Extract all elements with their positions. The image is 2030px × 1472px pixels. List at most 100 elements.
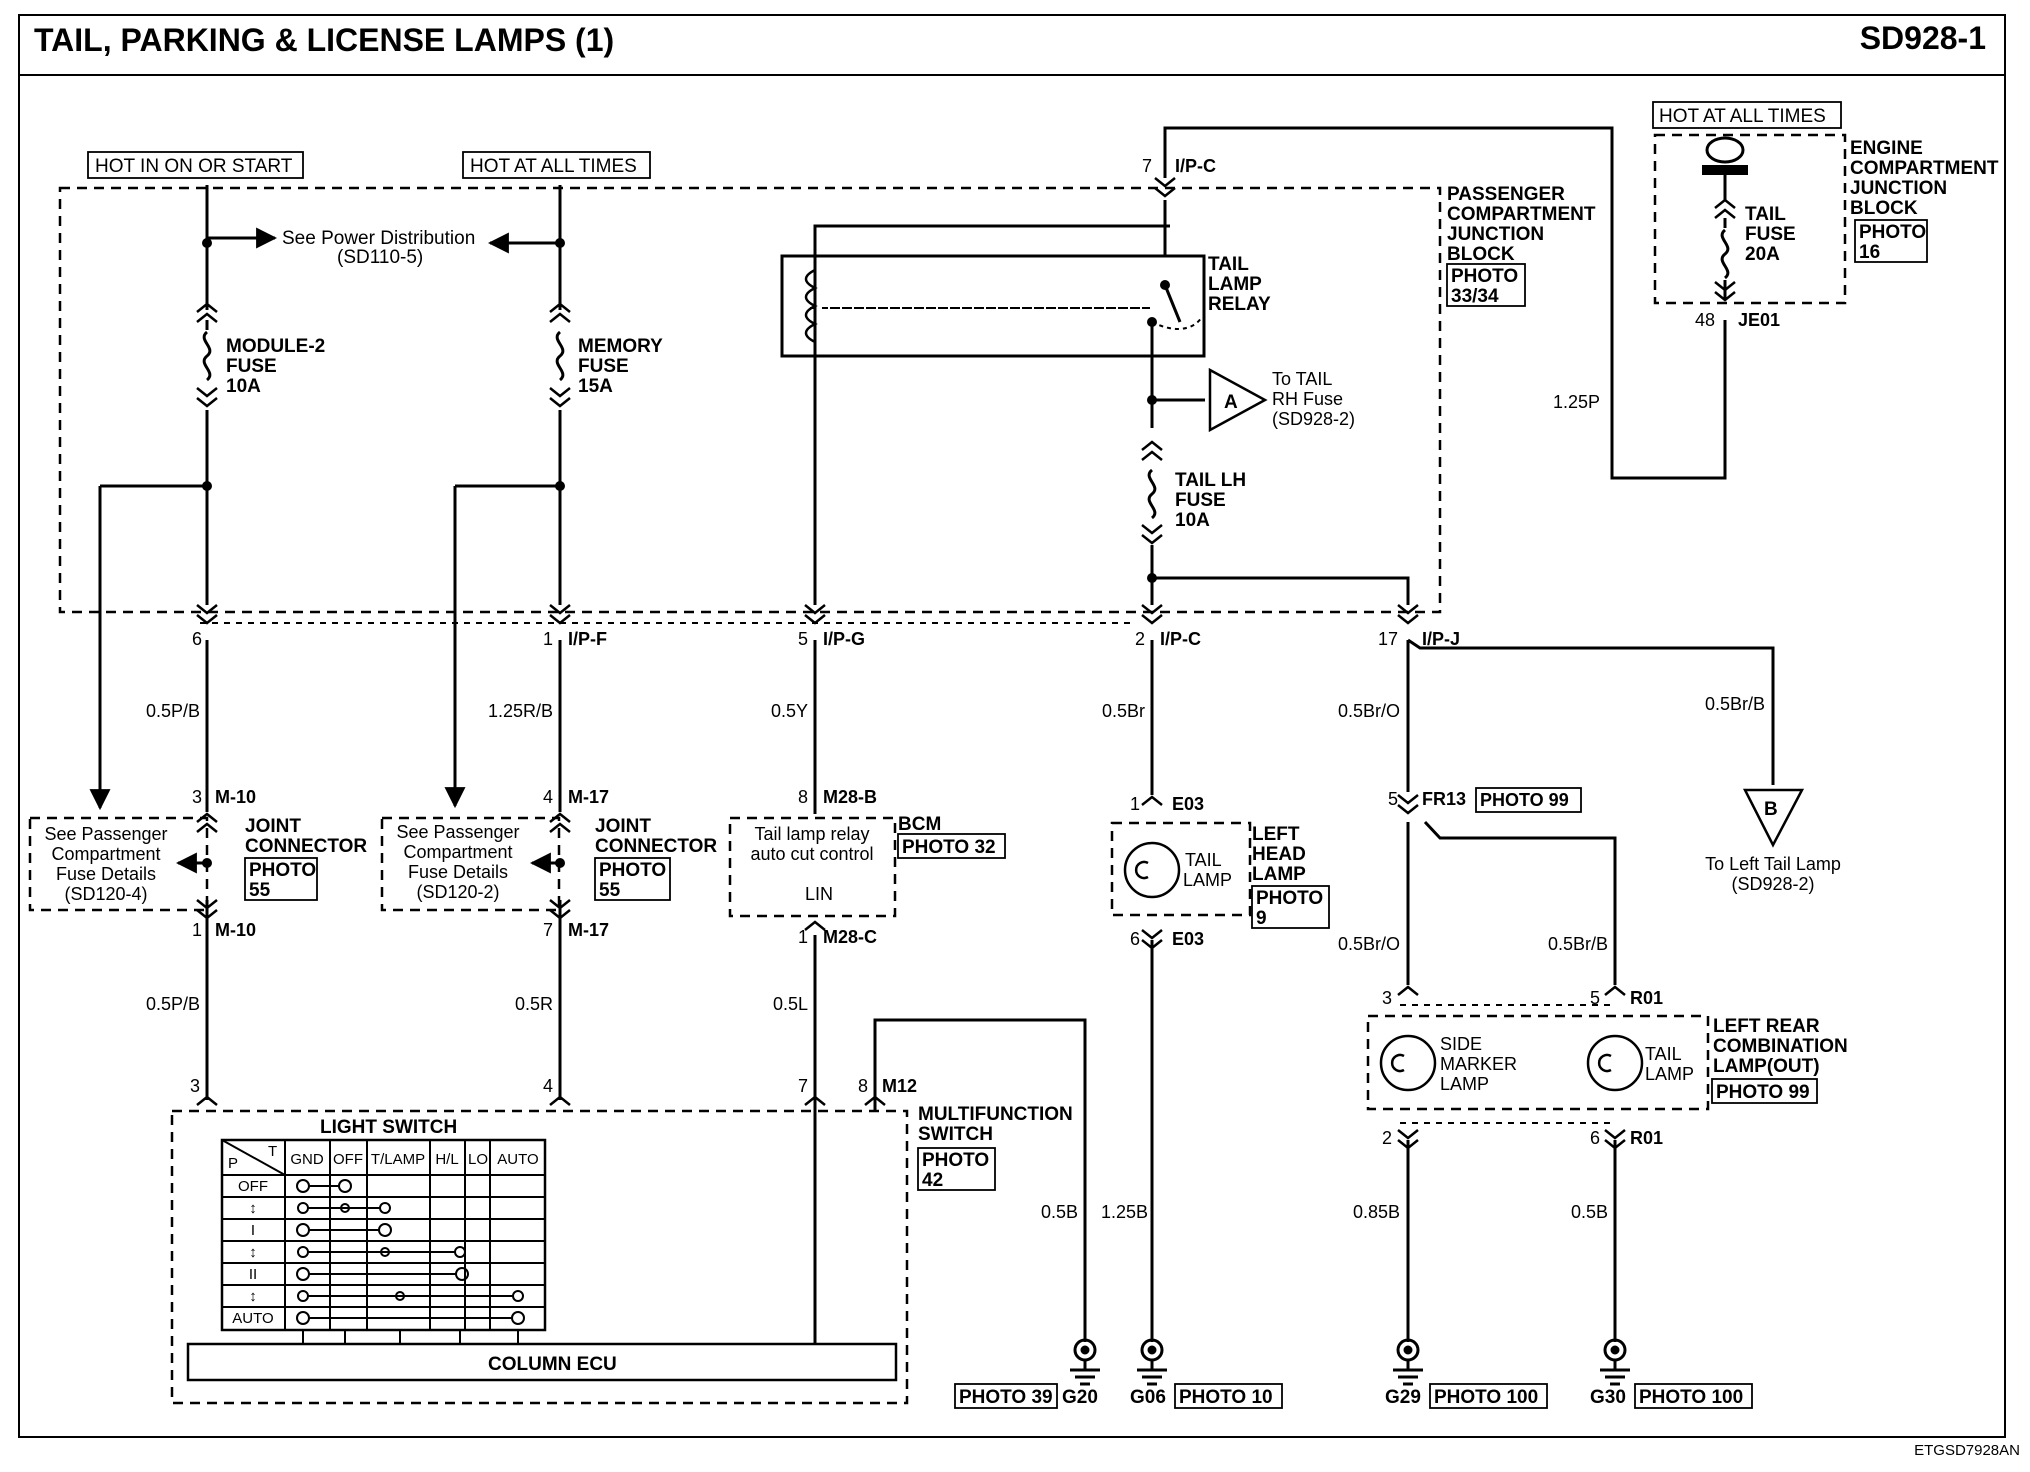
m17a-name: M-17 (568, 787, 609, 807)
rear-combo-title1: LEFT REAR (1713, 1016, 1820, 1037)
m12-pin4: 4 (543, 1076, 553, 1096)
ls-row-3: ↕ (249, 1244, 257, 1261)
left-head-lamp-box (1110, 821, 1252, 917)
r01a-pin3: 3 (1382, 988, 1392, 1008)
memory-fuse-line3: 15A (578, 376, 613, 397)
joint2-photo-num: 55 (599, 880, 621, 901)
ipc2-pin: 2 (1135, 629, 1145, 649)
ls-row-6: AUTO (232, 1310, 273, 1327)
hot-at-all-times-2-box (1652, 101, 1842, 129)
tail-lamp-relay (780, 254, 1206, 358)
side-marker-lamp-bulb (1379, 1034, 1437, 1092)
multifunction-title1: MULTIFUNCTION (918, 1104, 1073, 1125)
light-switch-title: LIGHT SWITCH (320, 1117, 457, 1138)
multifunction-photo-num: 42 (922, 1170, 943, 1191)
offpage-a-line2: RH Fuse (1272, 389, 1343, 409)
ipc7-name: I/P-C (1175, 156, 1216, 176)
bcm-photo-box (897, 833, 1006, 859)
ls-col-5: AUTO (497, 1151, 538, 1168)
ecjb-line2: COMPARTMENT (1850, 158, 1999, 179)
head-tail-lamp-bulb (1123, 841, 1181, 899)
head-lamp-lamp1: TAIL (1185, 850, 1222, 870)
tail-lh-fuse-line2: FUSE (1175, 490, 1226, 511)
m28c-pin: 1 (798, 927, 808, 947)
ipg-name: I/P-G (823, 629, 865, 649)
pcjb-line1: PASSENGER (1447, 184, 1565, 205)
joint1-line4: (SD120-4) (64, 884, 147, 904)
m10a-name: M-10 (215, 787, 256, 807)
power-distribution-line2: (SD110-5) (337, 247, 423, 268)
m12-pin7: 7 (798, 1076, 808, 1096)
header-bar: TAIL, PARKING & LICENSE LAMPS (1) SD928-… (20, 16, 2004, 76)
hot-on-start-label-box (87, 151, 304, 179)
m17b-pin: 7 (543, 920, 553, 940)
pcjb-photo: PHOTO (1451, 266, 1518, 287)
g20-photo: PHOTO 39 (959, 1387, 1053, 1408)
multifunction-title2: SWITCH (918, 1124, 993, 1145)
pcjb-line4: BLOCK (1447, 244, 1515, 265)
ground-g30-icon (1600, 1338, 1630, 1386)
offpage-connector-b (1742, 788, 1805, 848)
offpage-b-letter: B (1764, 799, 1778, 820)
joint1-line1: See Passenger (44, 824, 167, 844)
rear-combo-title2: COMBINATION (1713, 1036, 1848, 1057)
head-lamp-lamp2: LAMP (1183, 870, 1232, 890)
light-switch-labels: P T GND OFF T/LAMP H/L LO AUTO OFF ↕ I ↕… (228, 1143, 539, 1327)
joint1-photo: PHOTO (249, 860, 316, 881)
joint2-title1: JOINT (595, 816, 651, 837)
ipg-pin: 5 (798, 629, 808, 649)
head-lamp-title2: HEAD (1252, 844, 1306, 865)
wire-w1: 0.5P/B (146, 701, 200, 721)
tail-fuse-line1: TAIL (1745, 204, 1786, 225)
hot-on-start-label: HOT IN ON OR START (95, 156, 293, 177)
joint1-line3: Fuse Details (56, 864, 156, 884)
hot-at-all-times-1-box (462, 151, 651, 179)
tail-lh-fuse-line3: 10A (1175, 510, 1210, 531)
bcm-line2: auto cut control (750, 844, 873, 864)
footer-code: ETGSD7928AN (1914, 1442, 2020, 1459)
m10b-pin: 1 (192, 920, 202, 940)
side-marker-line3: LAMP (1440, 1074, 1489, 1094)
rear-combo-lamp-box (1366, 1014, 1710, 1111)
joint2-photo-box (594, 857, 671, 901)
ecjb-photo-box (1854, 219, 1928, 263)
fr13-photo: PHOTO 99 (1480, 790, 1569, 810)
ecjb-line3: JUNCTION (1850, 178, 1947, 199)
offpage-a-line1: To TAIL (1272, 369, 1332, 389)
head-lamp-photo: PHOTO (1256, 888, 1323, 909)
g30-photo: PHOTO 100 (1639, 1387, 1743, 1408)
joint2-line1: See Passenger (396, 822, 519, 842)
relay-label-line2: LAMP (1208, 274, 1262, 295)
r01a-name: R01 (1630, 988, 1663, 1008)
joint1-photo-num: 55 (249, 880, 271, 901)
ecjb-line4: BLOCK (1850, 198, 1918, 219)
module2-fuse-line3: 10A (226, 376, 261, 397)
fr13-name: FR13 (1422, 789, 1466, 809)
g29-photo: PHOTO 100 (1434, 1387, 1538, 1408)
m17b-name: M-17 (568, 920, 609, 940)
m10b-name: M-10 (215, 920, 256, 940)
wire-w13: 0.5B (1041, 1202, 1078, 1222)
g06-name: G06 (1130, 1387, 1166, 1408)
joint2-line2: Compartment (403, 842, 512, 862)
ipc7-pin: 7 (1142, 156, 1152, 176)
ecjb-photo-num: 16 (1859, 242, 1880, 263)
head-lamp-title1: LEFT (1252, 824, 1300, 845)
wire-w2: 1.25R/B (488, 701, 553, 721)
head-lamp-title3: LAMP (1252, 864, 1306, 885)
ls-row-1: ↕ (249, 1200, 257, 1217)
power-distribution-line1: See Power Distribution (282, 228, 475, 249)
ipf-pin: 1 (543, 629, 553, 649)
side-marker-line2: MARKER (1440, 1054, 1517, 1074)
ls-col-4: LO (468, 1151, 488, 1168)
joint2-line4: (SD120-2) (416, 882, 499, 902)
ipc2-name: I/P-C (1160, 629, 1201, 649)
ls-col-3: H/L (435, 1151, 458, 1168)
offpage-connector-a (1208, 367, 1268, 433)
diagram-frame (18, 14, 2006, 1438)
hot-at-all-times-label-2: HOT AT ALL TIMES (1659, 106, 1826, 127)
ls-row-0: OFF (238, 1178, 268, 1195)
m12-name: M12 (882, 1076, 917, 1096)
r01b-pin6: 6 (1590, 1128, 1600, 1148)
